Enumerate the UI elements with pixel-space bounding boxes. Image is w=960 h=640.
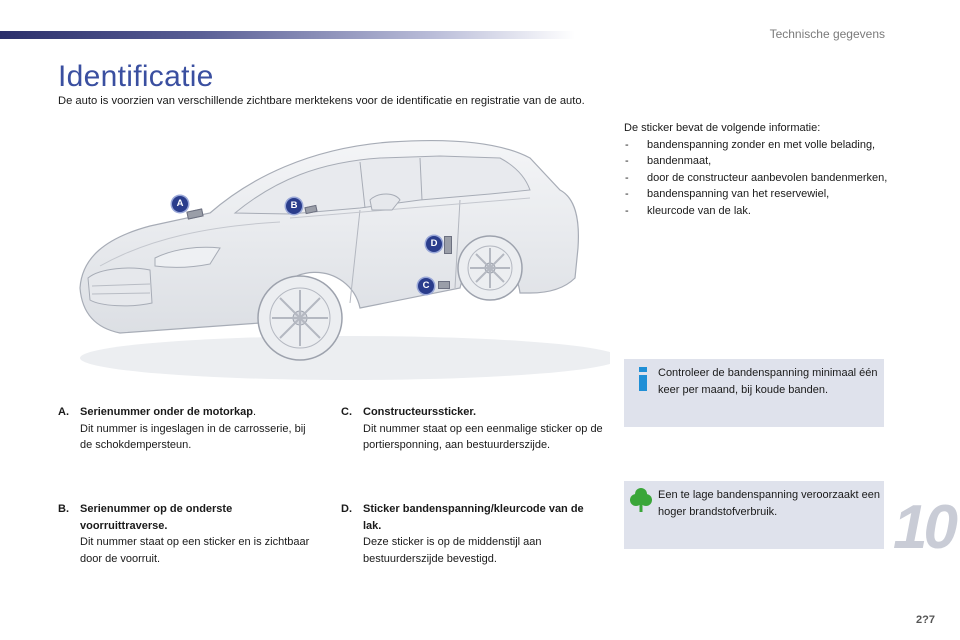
car-drawing	[79, 139, 620, 380]
section-a: A. Serienummer onder de motorkap. Dit nu…	[58, 404, 316, 454]
car-headlight	[154, 246, 221, 268]
section-letter: B.	[58, 503, 69, 515]
section-c: C. Constructeurssticker. Dit nummer staa…	[341, 404, 603, 454]
marker-d: D	[426, 236, 442, 252]
list-item: door de constructeur aanbevolen bandenme…	[624, 170, 894, 187]
section-body: Deze sticker is op de middenstijl aan be…	[363, 536, 542, 565]
front-wheel	[257, 275, 343, 361]
sticker-info-list: bandenspanning zonder en met volle belad…	[624, 137, 894, 220]
header-gradient-bar	[0, 31, 575, 39]
list-item: kleurcode van de lak.	[624, 203, 894, 220]
section-letter: C.	[341, 406, 352, 418]
car-illustration: A B D C	[60, 118, 620, 388]
info-icon	[639, 367, 647, 391]
car-grille	[87, 267, 153, 307]
leaf-icon	[630, 488, 652, 512]
info-box: Controleer de bandenspanning minimaal éé…	[624, 359, 884, 427]
section-body: Dit nummer staat op een sticker en is zi…	[80, 536, 310, 565]
section-b: B. Serienummer op de onderste voorruittr…	[58, 501, 316, 567]
sticker-info: De sticker bevat de volgende informatie:…	[624, 120, 894, 219]
rear-wheel	[457, 235, 523, 301]
section-title: Technische gegevens	[769, 27, 885, 41]
marker-a: A	[172, 196, 188, 212]
sticker-info-intro: De sticker bevat de volgende informatie:	[624, 122, 821, 134]
page-title: Identificatie	[58, 60, 214, 93]
page-number: 2?7	[916, 614, 935, 626]
list-item: bandenspanning zonder en met volle belad…	[624, 137, 894, 154]
section-body: Dit nummer staat op een eenmalige sticke…	[363, 422, 603, 452]
marker-c: C	[418, 278, 434, 294]
eco-box-text: Een te lage bandenspanning veroorzaakt e…	[658, 489, 881, 518]
list-item: bandenmaat,	[624, 153, 894, 170]
section-heading: Constructeurssticker.	[363, 406, 477, 418]
info-box-text: Controleer de bandenspanning minimaal éé…	[658, 367, 878, 396]
sticker-c	[438, 281, 450, 289]
car-windows	[233, 155, 531, 215]
list-item: bandenspanning van het reservewiel,	[624, 186, 894, 203]
section-d: D. Sticker bandenspanning/kleurcode van …	[341, 501, 603, 567]
section-heading: Serienummer op de onderste voorruittrave…	[80, 503, 233, 532]
eco-box: Een te lage bandenspanning veroorzaakt e…	[624, 481, 884, 549]
car-shadow	[80, 336, 620, 380]
section-body: Dit nummer is ingeslagen in de carrosser…	[80, 422, 306, 452]
chapter-number: 10	[893, 493, 958, 562]
section-letter: A.	[58, 406, 69, 418]
section-letter: D.	[341, 503, 352, 515]
sticker-d	[444, 236, 452, 254]
intro-text: De auto is voorzien van verschillende zi…	[58, 95, 585, 107]
car-mirror	[369, 193, 401, 211]
section-heading: Serienummer onder de motorkap	[80, 406, 253, 418]
marker-b: B	[286, 198, 302, 214]
section-heading: Sticker bandenspanning/kleurcode van de …	[363, 503, 584, 532]
